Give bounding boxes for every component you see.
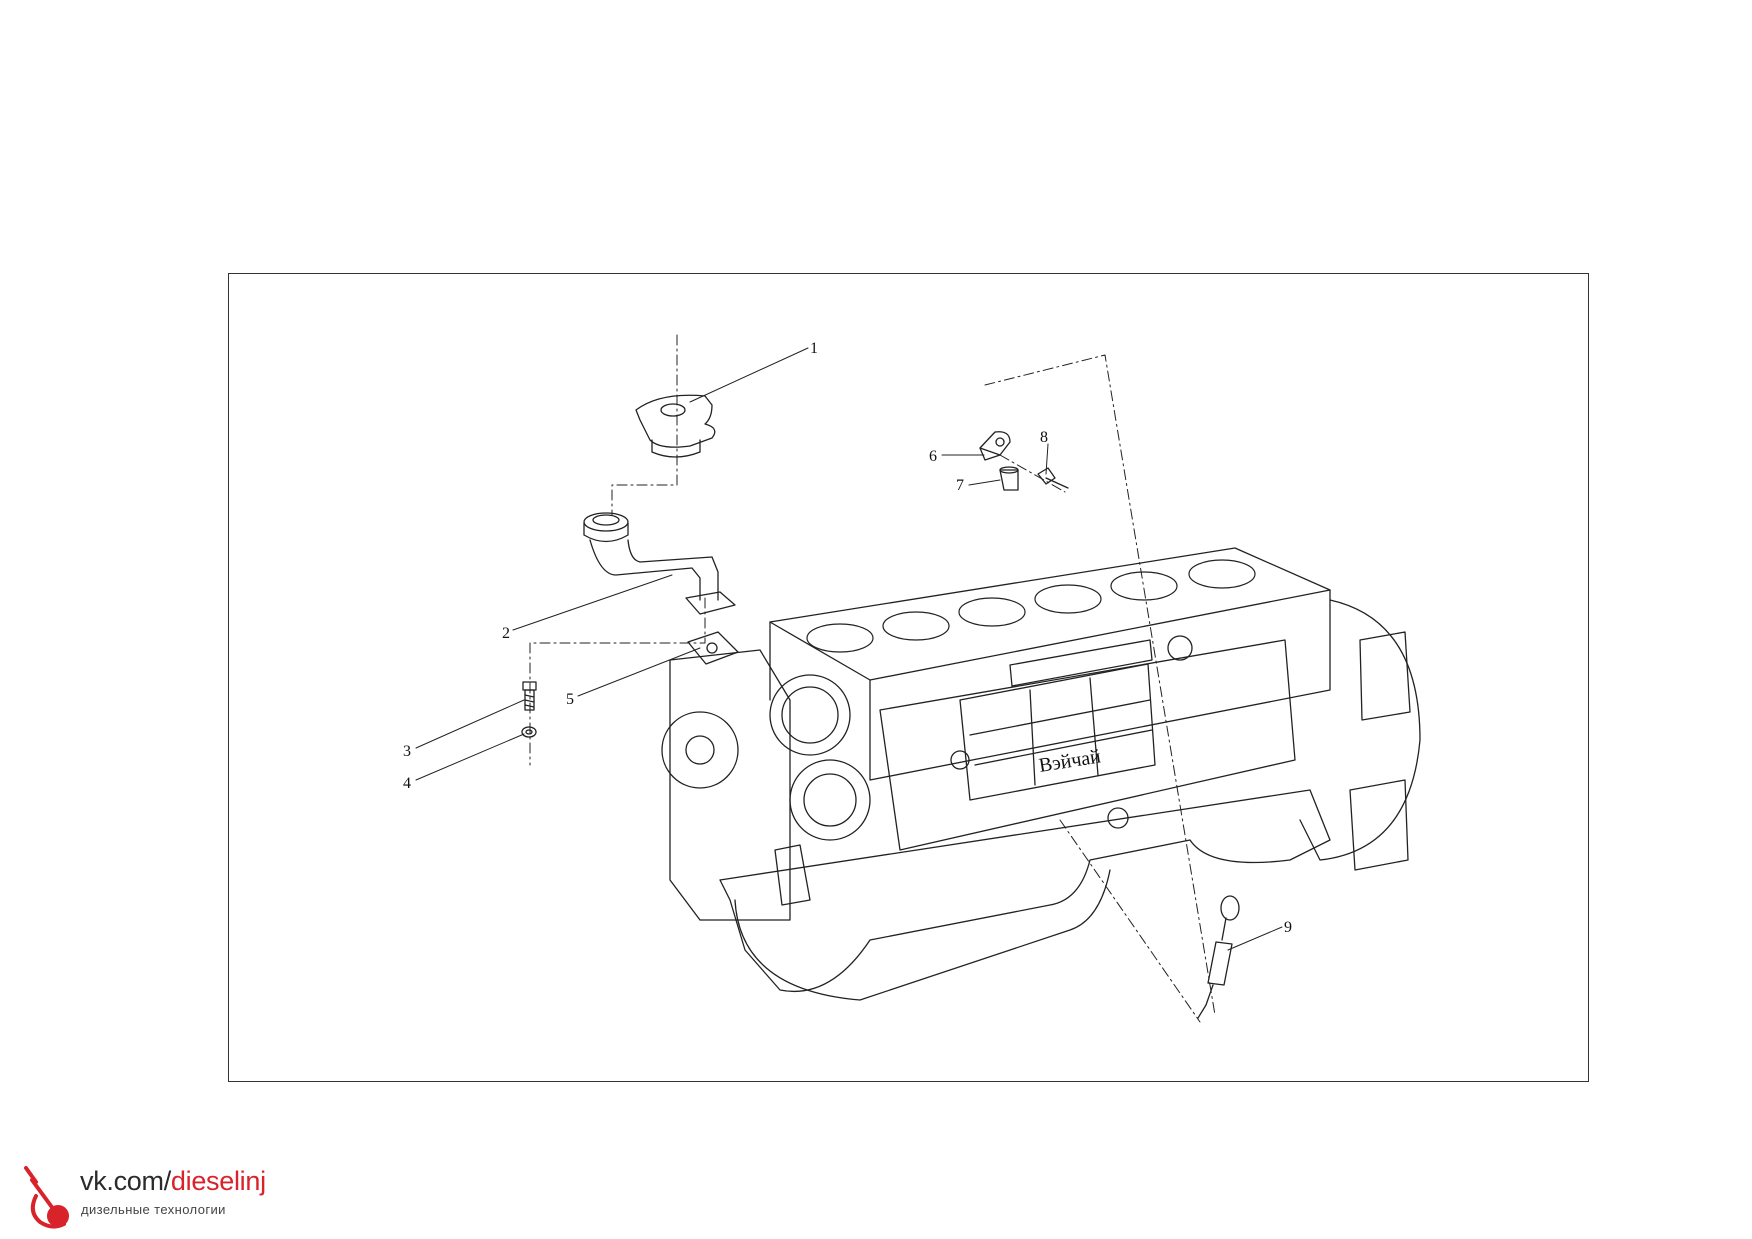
dipstick-part — [1197, 895, 1240, 1019]
screw-part — [1037, 467, 1069, 489]
gasket-part — [687, 631, 739, 665]
bolt-part — [522, 681, 537, 711]
callout-4: 4 — [403, 775, 411, 792]
watermark: vk.com/dieselinj дизельные технологии — [18, 1162, 308, 1232]
diagram-frame — [228, 273, 1589, 1082]
sleeve-part — [999, 466, 1019, 491]
watermark-subtitle: дизельные технологии — [81, 1202, 226, 1217]
leader-lines — [415, 347, 1283, 951]
filler-pipe-part — [583, 512, 736, 615]
clip-part — [979, 431, 1011, 461]
watermark-site: vk.com/ — [80, 1166, 171, 1196]
callout-3: 3 — [403, 743, 411, 760]
watermark-url: vk.com/dieselinj — [80, 1166, 266, 1197]
callout-2: 2 — [502, 625, 510, 642]
callout-9: 9 — [1284, 919, 1292, 936]
assembly-lines — [529, 334, 1216, 1023]
callout-1: 1 — [810, 340, 818, 357]
filler-cap-part — [635, 394, 716, 458]
callout-7: 7 — [956, 477, 964, 494]
washer-part — [521, 726, 537, 738]
fuel-injector-icon — [24, 1166, 69, 1229]
callout-6: 6 — [929, 448, 937, 465]
callout-5: 5 — [566, 691, 574, 708]
watermark-handle: dieselinj — [170, 1166, 266, 1196]
engine-block — [661, 547, 1421, 1001]
callout-8: 8 — [1040, 429, 1048, 446]
